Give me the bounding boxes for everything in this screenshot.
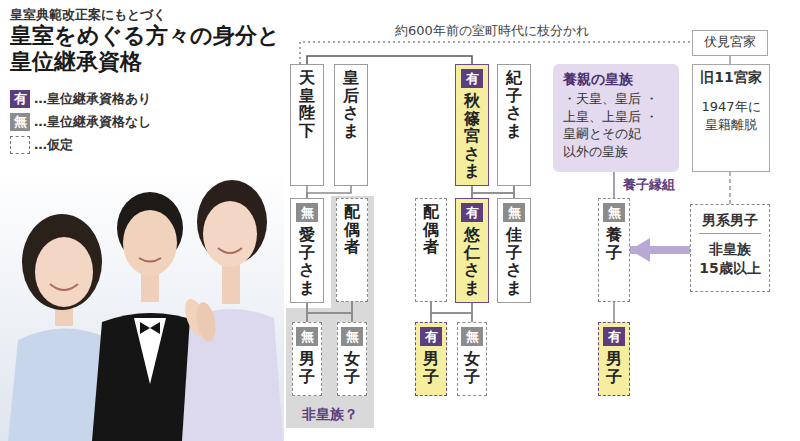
note-label: 非皇族？ (286, 406, 374, 424)
person-name: 女子 (464, 350, 480, 385)
connector-line (729, 172, 731, 204)
status-badge: 無 (461, 327, 483, 346)
status-badge: 無 (296, 327, 318, 346)
person-box: 無女子 (337, 322, 367, 396)
person-box: 配偶者 (415, 198, 447, 302)
smile (139, 258, 161, 262)
status-badge: 有 (420, 327, 442, 346)
note-label: 皇室典範改正案にもとづく (10, 6, 166, 24)
box-heading: 養親の皇族 (563, 70, 669, 88)
person-box: 紀子さま (497, 64, 531, 186)
hand (194, 301, 219, 344)
box-body: 1947年に 皇籍離脱 (697, 98, 765, 133)
legend-swatch: 有 (10, 90, 30, 108)
legend-text: …皇位継承資格あり (34, 90, 151, 108)
status-badge: 無 (603, 203, 625, 222)
person-box: 有男子 (415, 322, 447, 396)
legend-row: …仮定 (10, 136, 73, 154)
status-badge: 有 (603, 327, 625, 346)
connector-line (729, 56, 731, 64)
connector-line (307, 186, 351, 198)
person-name: 配偶者 (344, 203, 360, 256)
person-name: 秋篠宮さま (464, 92, 480, 180)
status-badge: 無 (503, 203, 525, 222)
info-box: 旧11宮家 1947年に 皇籍離脱 (692, 64, 770, 172)
non-royal-region (286, 196, 374, 428)
person-box: 有悠仁さま (455, 198, 489, 303)
person-box: 配偶者 (336, 198, 368, 302)
box-heading: 伏見宮家 (697, 34, 763, 50)
person-box: 無佳子さま (497, 198, 531, 303)
swatch-letter: 有 (10, 90, 30, 108)
connector-line (472, 186, 514, 198)
status-badge: 有 (461, 203, 483, 222)
connector-line (471, 303, 473, 322)
connector-line (513, 186, 515, 198)
photo-ground (0, 168, 284, 441)
person-box: 無養子 (598, 198, 630, 302)
person-name: 配偶者 (423, 203, 439, 256)
person-name: 愛子さま (299, 226, 315, 296)
person-name: 紀子さま (506, 69, 522, 139)
status-badge: 無 (341, 327, 363, 346)
connector-line (300, 42, 692, 64)
connector-line (307, 303, 352, 322)
legend-text: …仮定 (34, 136, 73, 154)
connector-line (307, 302, 352, 322)
person-name: 天皇陛下 (299, 69, 315, 139)
edge-label: 約600年前の室町時代に枝分かれ (392, 22, 592, 40)
person-box: 天皇陛下 (290, 64, 324, 186)
bowtie (140, 322, 160, 334)
legend-dashed-sample (10, 136, 30, 154)
smile (218, 248, 242, 253)
legend-text: …皇位継承資格なし (34, 113, 151, 131)
connector-line (613, 172, 615, 198)
status-badge: 無 (296, 203, 318, 222)
hair (22, 214, 102, 310)
person-box: 皇后さま (334, 64, 368, 186)
box-heading: 男系男子 (699, 211, 761, 234)
info-box: 伏見宮家 (692, 30, 768, 56)
box-body: ・天皇、皇后 ・上皇、上皇后 ・皇嗣とその妃 以外の皇族 (563, 90, 663, 160)
legend-row: 有…皇位継承資格あり (10, 90, 151, 108)
smile (50, 284, 78, 290)
info-box: 養親の皇族・天皇、皇后 ・上皇、上皇后 ・皇嗣とその妃 以外の皇族 (553, 64, 679, 172)
person-name: 養子 (606, 226, 622, 261)
person-name: 男子 (606, 350, 622, 385)
legend-row: 無…皇位継承資格なし (10, 113, 151, 131)
box-heading: 旧11宮家 (697, 68, 765, 86)
shirt (134, 318, 166, 384)
status-badge: 有 (461, 69, 483, 88)
person-name: 男子 (423, 350, 439, 385)
face (35, 237, 93, 307)
face (123, 210, 177, 276)
person-box: 有秋篠宮さま (455, 64, 489, 186)
face (203, 201, 257, 267)
person-box: 無男子 (292, 322, 322, 396)
edge-label: 養子縁組 (620, 176, 678, 194)
info-box: 男系男子非皇族 15歳以上 (690, 204, 770, 292)
title: 皇室をめぐる方々の身分と皇位継承資格 (10, 23, 286, 76)
person-box: 有男子 (598, 322, 630, 396)
person-name: 皇后さま (343, 69, 359, 139)
connector-line (431, 303, 472, 322)
box-body: 非皇族 15歳以上 (695, 240, 765, 278)
connector-line (630, 246, 690, 254)
person-name: 佳子さま (506, 226, 522, 296)
swatch-letter: 無 (10, 113, 30, 131)
person-name: 悠仁さま (464, 226, 480, 296)
person-name: 男子 (299, 350, 315, 385)
connector-line (613, 302, 615, 322)
connector-line (351, 302, 353, 322)
person-box: 無愛子さま (290, 198, 324, 303)
connector-line (472, 186, 514, 198)
connector-line (431, 302, 472, 322)
person-name: 女子 (344, 350, 360, 385)
connector-line (307, 56, 472, 64)
legend-swatch: 無 (10, 113, 30, 131)
person-box: 無女子 (457, 322, 487, 396)
